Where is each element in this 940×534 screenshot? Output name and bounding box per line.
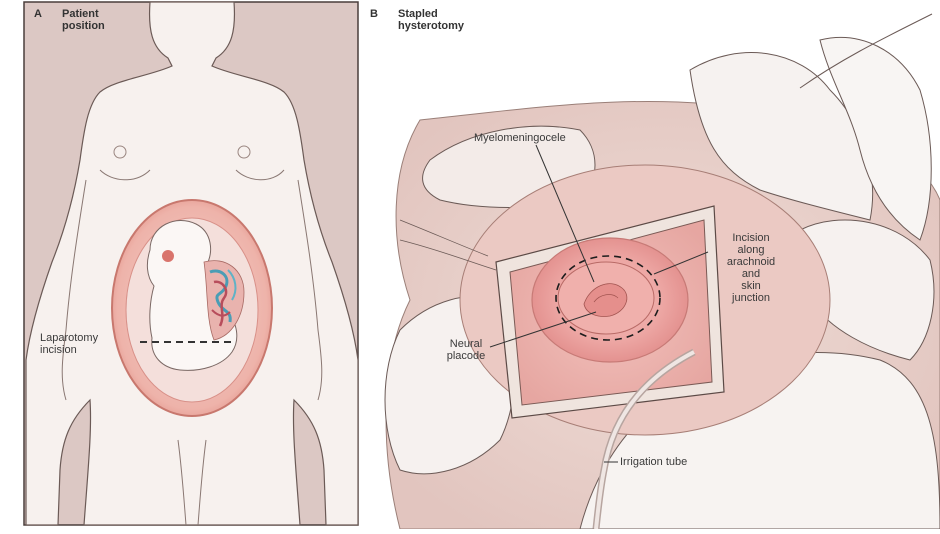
panel-b-title: Stapled hysterotomy bbox=[398, 8, 464, 32]
panel-a-title-line2: position bbox=[62, 20, 105, 32]
incision-label: Incision along arachnoid and skin juncti… bbox=[712, 232, 790, 304]
incision-label-line2: along bbox=[712, 244, 790, 256]
neural-placode-label: Neural placode bbox=[440, 338, 492, 362]
laparotomy-label: Laparotomy incision bbox=[40, 332, 98, 356]
incision-label-line5: skin bbox=[712, 280, 790, 292]
incision-label-line4: and bbox=[712, 268, 790, 280]
irrigation-tube-label: Irrigation tube bbox=[620, 456, 687, 468]
panel-a-title: Patient position bbox=[62, 8, 105, 32]
incision-label-line3: arachnoid bbox=[712, 256, 790, 268]
neural-label-line2: placode bbox=[440, 350, 492, 362]
panel-a-letter: A bbox=[34, 8, 42, 20]
panel-a-title-line1: Patient bbox=[62, 8, 105, 20]
incision-label-line1: Incision bbox=[712, 232, 790, 244]
panel-b-title-line2: hysterotomy bbox=[398, 20, 464, 32]
panel-b-letter: B bbox=[370, 8, 378, 20]
myelomeningocele-label: Myelomeningocele bbox=[474, 132, 566, 144]
fetal-eye bbox=[162, 250, 174, 262]
laparotomy-label-line2: incision bbox=[40, 344, 98, 356]
incision-label-line6: junction bbox=[712, 292, 790, 304]
neural-label-line1: Neural bbox=[440, 338, 492, 350]
surgical-field bbox=[385, 14, 940, 529]
laparotomy-label-line1: Laparotomy bbox=[40, 332, 98, 344]
panel-b-title-line1: Stapled bbox=[398, 8, 464, 20]
